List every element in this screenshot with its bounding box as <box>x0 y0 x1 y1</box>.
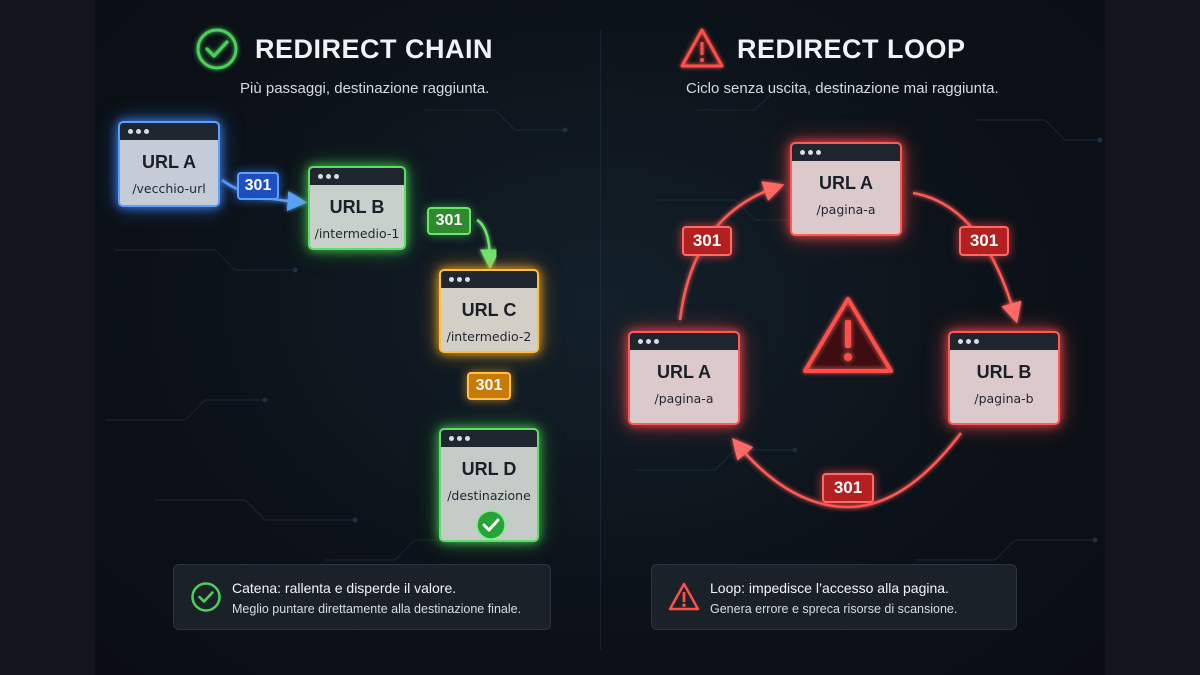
node-path: /pagina-a <box>654 391 714 406</box>
diagram-canvas: REDIRECT CHAIN Più passaggi, destinazion… <box>95 0 1105 675</box>
chain-title: REDIRECT CHAIN <box>255 34 494 64</box>
window-titlebar <box>441 430 537 447</box>
loop-note-line1: Loop: impedisce l’accesso alla pagina. <box>710 580 949 596</box>
node-path: /intermedio-1 <box>314 226 400 241</box>
node-path: /destinazione <box>447 488 531 503</box>
chain-badge-301: 301 <box>467 372 511 400</box>
loop-note: Loop: impedisce l’accesso alla pagina. G… <box>651 564 1017 630</box>
loop-badge-301: 301 <box>822 473 874 503</box>
window-titlebar <box>120 123 218 140</box>
loop-badge-301: 301 <box>682 226 732 256</box>
chain-note-line1: Catena: rallenta e disperde il valore. <box>232 580 457 596</box>
node-name: URL C <box>461 300 517 320</box>
node-path: /pagina-a <box>816 202 876 217</box>
node-name: URL A <box>142 152 196 172</box>
chain-note-line2: Meglio puntare direttamente alla destina… <box>232 602 522 616</box>
chain-subtitle: Più passaggi, destinazione raggiunta. <box>240 80 490 97</box>
chain-node-url-c: URL C /intermedio-2 <box>439 269 539 353</box>
loop-node-top: URL A /pagina-a <box>790 142 902 236</box>
left-margin <box>0 0 95 675</box>
loop-note-line2: Genera errore e spreca risorse di scansi… <box>710 602 958 616</box>
loop-title: REDIRECT LOOP <box>737 34 966 64</box>
chain-node-url-b: URL B /intermedio-1 <box>308 166 406 250</box>
window-titlebar <box>630 333 738 350</box>
loop-subtitle: Ciclo senza uscita, destinazione mai rag… <box>686 80 999 97</box>
chain-node-url-d: URL D /destinazione <box>439 428 539 542</box>
window-titlebar <box>441 271 537 288</box>
node-name: URL B <box>329 197 385 217</box>
window-titlebar <box>310 168 404 185</box>
node-name: URL A <box>819 173 873 193</box>
section-divider <box>600 30 601 650</box>
loop-badge-301: 301 <box>959 226 1009 256</box>
arrow-loop-right-to-left <box>731 432 963 509</box>
loop-node-left: URL A /pagina-a <box>628 331 740 425</box>
warning-triangle-icon <box>680 28 724 68</box>
loop-center-warning-icon <box>803 297 893 373</box>
warning-triangle-icon <box>668 582 700 611</box>
chain-note: Catena: rallenta e disperde il valore. M… <box>173 564 551 630</box>
chain-badge-301: 301 <box>427 207 471 235</box>
check-circle-icon <box>191 582 221 612</box>
node-path: /vecchio-url <box>132 181 206 196</box>
chain-node-url-a: URL A /vecchio-url <box>118 121 220 207</box>
right-margin <box>1105 0 1200 675</box>
node-name: URL B <box>976 362 1032 382</box>
check-circle-icon <box>196 28 238 70</box>
chain-badge-301: 301 <box>237 172 279 200</box>
loop-node-right: URL B /pagina-b <box>948 331 1060 425</box>
window-titlebar <box>792 144 900 161</box>
check-circle-icon <box>476 510 506 540</box>
node-path: /pagina-b <box>974 391 1034 406</box>
node-name: URL A <box>657 362 711 382</box>
node-name: URL D <box>461 459 517 479</box>
window-titlebar <box>950 333 1058 350</box>
circuit-background <box>105 87 1103 561</box>
node-path: /intermedio-2 <box>446 329 532 344</box>
arrow-b-to-c <box>476 218 500 270</box>
